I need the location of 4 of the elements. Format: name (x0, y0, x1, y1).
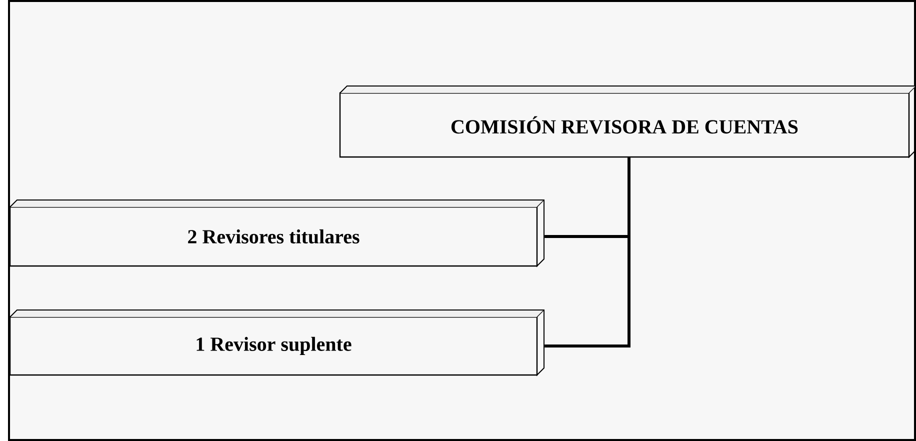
connector-line (544, 158, 630, 348)
process-box: 2 Revisores titulares (9, 199, 544, 268)
process-box: 1 Revisor suplente (9, 309, 544, 376)
process-box: COMISIÓN REVISORA DE CUENTAS (339, 86, 916, 158)
